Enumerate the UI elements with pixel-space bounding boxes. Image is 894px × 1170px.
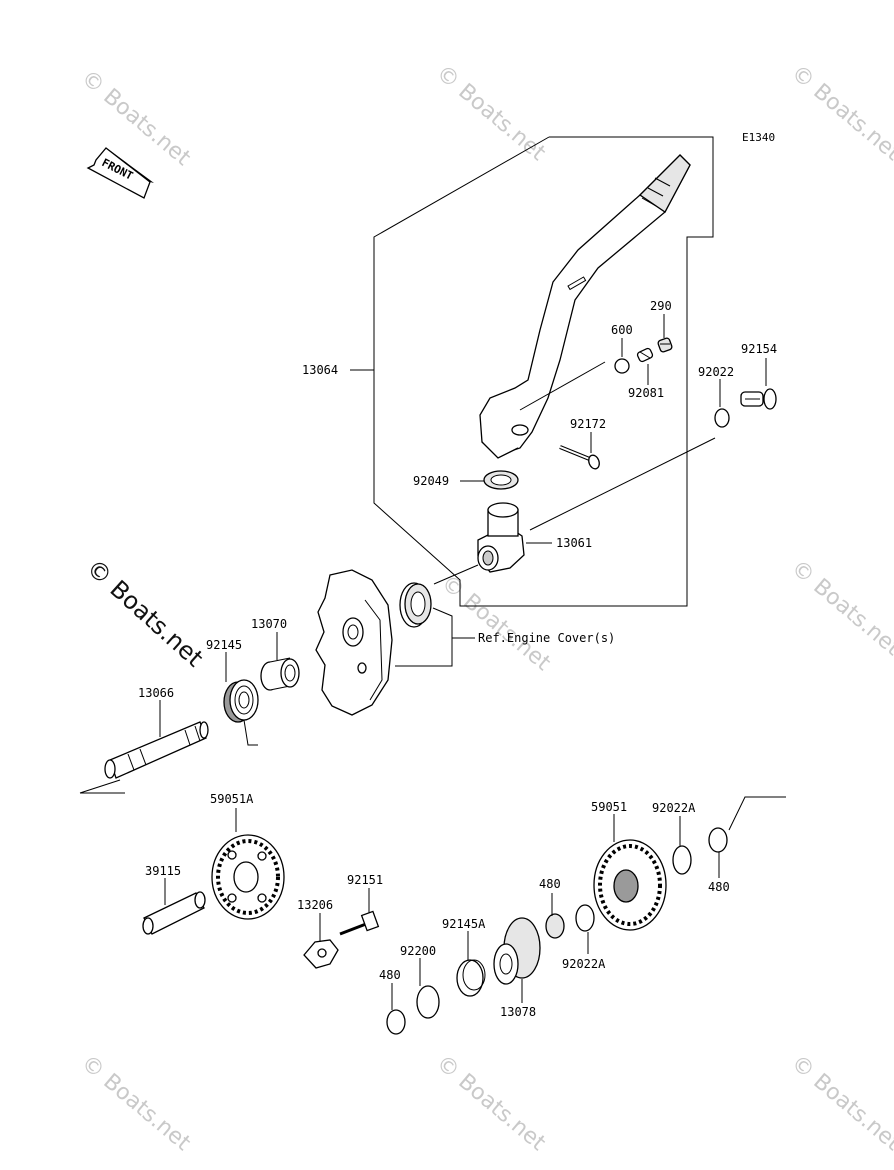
gear-59051 [593,839,667,931]
watermark: © Boats.net [431,60,550,166]
bolt-92151 [339,910,380,936]
label-59051A: 59051A [210,792,254,806]
spring-92145 [223,679,259,746]
label-92145A: 92145A [442,917,486,931]
bolt-92154 [740,388,777,410]
circlip-480-right [708,827,728,853]
label-290: 290 [650,299,672,313]
label-13078: 13078 [500,1005,536,1019]
label-92022A-top: 92022A [652,801,696,815]
label-13070: 13070 [251,617,287,631]
label-92022A-bottom: 92022A [562,957,606,971]
ratchet-gear-13078 [493,917,541,985]
watermark: © Boats.net [786,555,894,661]
label-39115: 39115 [145,864,181,878]
label-13066: 13066 [138,686,174,700]
label-13061: 13061 [556,536,592,550]
label-92151: 92151 [347,873,383,887]
washer-92200 [416,985,440,1019]
ratchet-13206 [303,939,339,969]
watermark: © Boats.net [436,570,555,676]
label-92049: 92049 [413,474,449,488]
label-480-left: 480 [379,968,401,982]
watermark-group: © Boats.net © Boats.net © Boats.net © Bo… [76,60,894,1156]
spring-92081 [636,347,654,363]
label-92200: 92200 [400,944,436,958]
pin-39115 [142,891,206,935]
watermark: © Boats.net [786,1050,894,1156]
gear-59051A [211,834,285,920]
watermark: © Boats.net [76,1050,195,1156]
engine-cover [315,569,393,716]
label-480-mid: 480 [539,877,561,891]
oil-seal [399,582,432,628]
bolt-92172 [559,445,600,470]
label-92145: 92145 [206,638,242,652]
label-59051: 59051 [591,800,627,814]
diagram-id: E1340 [742,131,775,144]
watermark: © Boats.net [786,60,894,166]
label-600: 600 [611,323,633,337]
circlip-480-mid [545,913,565,939]
label-480-right: 480 [708,880,730,894]
watermark: © Boats.net [76,65,195,171]
plug-290 [657,337,673,353]
spring-92145A [456,959,486,997]
circlip-480-left [386,1009,406,1035]
kick-shaft-13066 [104,721,209,779]
label-92154: 92154 [741,342,777,356]
watermark-dark: © Boats.net [81,554,209,673]
label-92172: 92172 [570,417,606,431]
label-13064: 13064 [302,363,338,377]
washer-92022 [714,408,730,428]
ref-engine-cover-note: Ref.Engine Cover(s) [478,631,615,645]
kick-boss-13061 [477,502,525,573]
label-92022: 92022 [698,365,734,379]
washer-92022A-top [672,845,692,875]
watermark: © Boats.net [431,1050,550,1156]
kick-pedal-lever [479,154,691,459]
label-92081: 92081 [628,386,664,400]
ball-600 [614,358,630,374]
front-arrow: FRONT [86,147,154,199]
label-13206: 13206 [297,898,333,912]
leader-lines [79,314,786,1010]
washer-92022A-bottom [575,904,595,932]
collar-13070 [260,657,300,691]
